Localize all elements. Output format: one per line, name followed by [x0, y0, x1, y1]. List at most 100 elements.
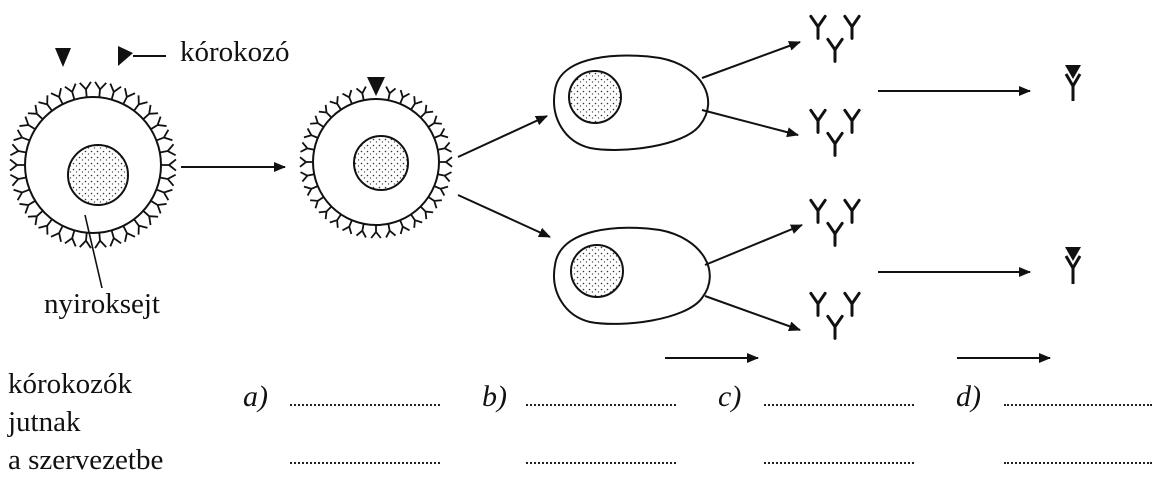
receptor-spike — [318, 104, 333, 119]
antibody-icon — [843, 291, 861, 317]
receptor-spike — [94, 232, 107, 249]
receptor-spike — [50, 88, 64, 105]
receptor-spike — [300, 171, 315, 183]
answer-line-d1[interactable] — [1004, 404, 1152, 406]
arrow — [457, 194, 551, 238]
receptor-spike — [159, 173, 177, 187]
receptor-spike — [399, 89, 410, 105]
receptor-spike — [156, 129, 173, 142]
pathogen-icon — [55, 48, 71, 67]
antibody-icon — [809, 198, 827, 224]
receptor-spikes — [9, 81, 177, 249]
receptor-spike — [437, 171, 452, 183]
answer-line-a1[interactable] — [290, 404, 440, 406]
receptor-spike — [427, 196, 442, 209]
antibody-clusters — [809, 14, 861, 340]
label-pointer-line — [84, 214, 103, 289]
receptor-spike — [437, 141, 452, 153]
receptor-spike — [133, 218, 148, 235]
receptor-spike — [122, 88, 136, 105]
answer-line-b2[interactable] — [526, 462, 676, 464]
arrow — [704, 295, 801, 332]
receptor-spike — [410, 213, 423, 228]
receptor-spike — [150, 200, 167, 214]
receptor-spike — [310, 115, 325, 128]
blank-label-d: d) — [956, 380, 981, 413]
arrow — [704, 224, 803, 266]
receptor-spike — [300, 141, 315, 153]
receptor-spike — [13, 129, 30, 142]
receptor-spike — [303, 128, 319, 139]
receptor-spike — [427, 115, 442, 128]
receptor-spike — [9, 158, 25, 172]
arrow — [701, 41, 801, 79]
bound-pathogen-icon — [367, 77, 385, 96]
receptor-spike — [355, 86, 367, 101]
antibody-icon — [826, 37, 844, 63]
side-text-line-2: jutnak — [8, 406, 81, 438]
nucleus — [67, 144, 129, 206]
antibody-icon — [843, 198, 861, 224]
receptor-spike — [38, 218, 53, 235]
antibody-icon — [843, 14, 861, 40]
blank-label-a: a) — [243, 380, 268, 413]
receptor-spike — [310, 196, 325, 209]
arrow — [457, 115, 548, 158]
antibody-icon — [809, 14, 827, 40]
receptor-spike — [19, 200, 36, 214]
receptor-spike — [19, 116, 36, 130]
receptor-spike — [38, 95, 53, 112]
receptor-spike — [355, 223, 367, 238]
nucleus — [353, 135, 409, 191]
side-text-line-1: kórokozók — [8, 368, 133, 400]
answer-line-b1[interactable] — [526, 404, 676, 406]
antigen-antibody-complex — [1064, 247, 1082, 284]
receptor-spike — [385, 223, 397, 238]
receptor-spike — [156, 188, 173, 201]
receptor-spike — [161, 158, 177, 172]
receptor-spike — [299, 156, 313, 168]
receptor-spike — [94, 81, 107, 98]
nucleus — [568, 70, 622, 124]
side-text-line-3: a szervezetbe — [8, 444, 164, 476]
receptor-spike — [122, 225, 136, 242]
blank-label-c: c) — [718, 380, 742, 413]
receptor-spike — [64, 83, 77, 100]
blank-label-b: b) — [482, 380, 507, 413]
receptor-spike — [133, 95, 148, 112]
arrow — [701, 109, 799, 138]
nucleus — [570, 244, 624, 298]
receptor-spike — [159, 143, 177, 157]
antibody-icon — [826, 221, 844, 247]
receptor-spike — [370, 225, 382, 239]
antibody-icon — [809, 291, 827, 317]
receptor-spike — [79, 81, 92, 98]
pathogen-icon — [118, 46, 133, 66]
receptor-spike — [439, 156, 453, 168]
receptor-spike — [419, 205, 434, 220]
answer-line-a2[interactable] — [290, 462, 440, 464]
receptor-spike — [433, 185, 449, 196]
answer-line-c1[interactable] — [764, 404, 914, 406]
receptor-spike — [9, 143, 27, 157]
receptor-spike — [410, 96, 423, 111]
answer-line-c2[interactable] — [764, 462, 914, 464]
receptor-spike — [342, 219, 353, 235]
lymphocyte-label: nyiroksejt — [44, 288, 160, 320]
receptor-spike — [318, 205, 333, 220]
receptor-spike — [329, 213, 342, 228]
receptor-spike — [342, 89, 353, 105]
receptor-spike — [27, 104, 44, 120]
receptor-spike — [399, 219, 410, 235]
antibody-icon — [826, 314, 844, 340]
answer-line-d2[interactable] — [1004, 462, 1152, 464]
receptor-spike — [419, 104, 434, 119]
antibody-icon — [843, 108, 861, 134]
receptor-spike — [385, 86, 397, 101]
receptor-spike — [142, 210, 159, 226]
receptor-spike — [13, 188, 30, 201]
receptor-spike — [109, 230, 122, 247]
antibody-icon — [826, 131, 844, 157]
receptor-spike — [150, 116, 167, 130]
receptor-spike — [433, 128, 449, 139]
